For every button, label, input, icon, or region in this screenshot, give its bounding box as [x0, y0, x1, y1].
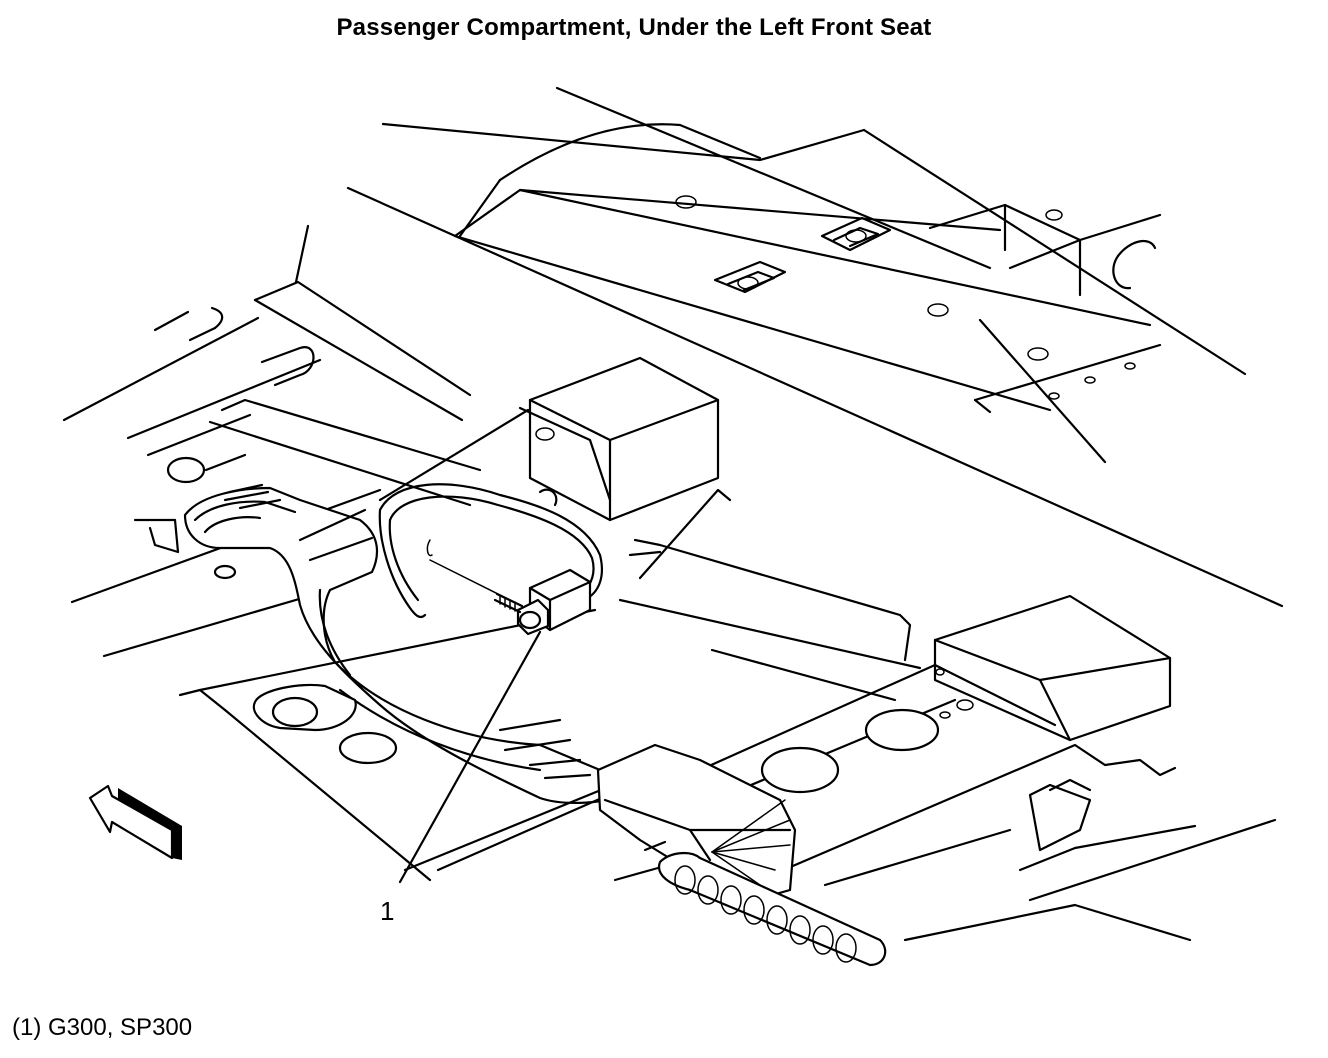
legend-item-1: (1) G300, SP300 — [12, 1014, 193, 1041]
harness-channel — [183, 483, 622, 804]
callout-1-label: 1 — [380, 896, 395, 926]
seat-riser-block — [378, 356, 720, 522]
left-floor-panel — [62, 306, 482, 658]
callout-leader-line — [398, 630, 542, 884]
front-seat-riser-block — [698, 594, 1277, 942]
ground-connector — [493, 568, 592, 636]
channel-bracket — [596, 743, 797, 902]
ground-wire-harness — [378, 483, 604, 619]
diagram-title: Passenger Compartment, Under the Left Fr… — [336, 14, 932, 41]
direction-arrow-icon — [88, 784, 182, 860]
rear-cross-member — [253, 86, 1284, 608]
corrugated-conduit — [613, 840, 887, 967]
